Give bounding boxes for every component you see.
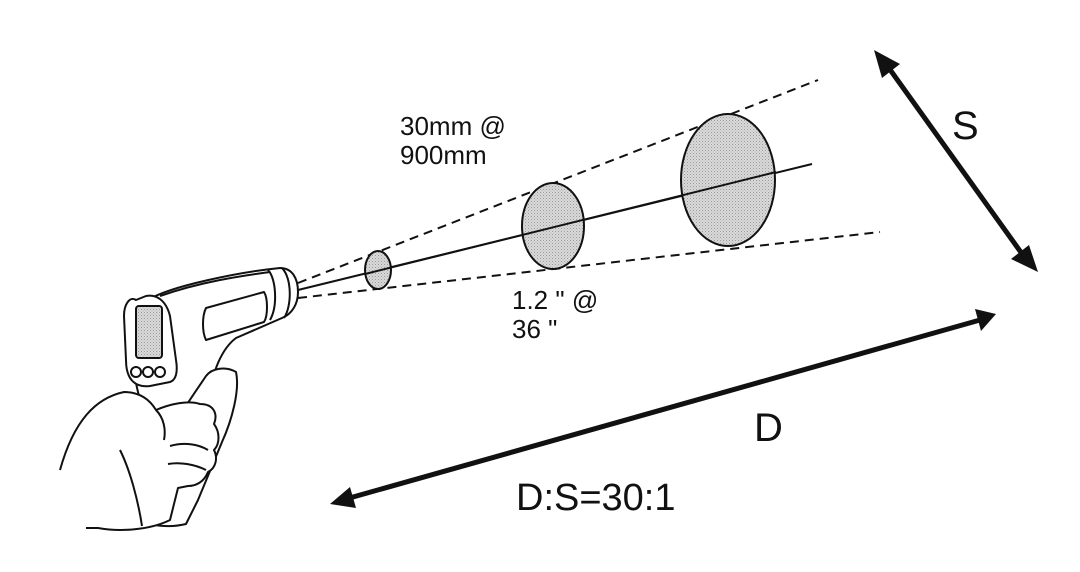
hand-icon (59, 391, 220, 531)
thermometer-button-2 (142, 366, 154, 378)
distance-symbol: D (754, 406, 783, 450)
spot-large (680, 113, 776, 247)
spot-far-label: 30mm @ 900mm (400, 112, 506, 169)
spot-size-symbol: S (952, 104, 979, 148)
spot-far-label-line1: 30mm @ (400, 111, 506, 141)
spot-near-label-line2: 36 " (512, 313, 558, 344)
spot-far-label-line2: 900mm (400, 139, 487, 170)
spot-near-label: 1.2 " @ 36 " (512, 286, 598, 343)
thermometer-button-1 (130, 366, 142, 378)
thermometer-button-3 (154, 366, 166, 378)
measurement-spots (364, 113, 776, 290)
thermometer-icon (59, 267, 299, 531)
thermometer-screen (135, 305, 163, 359)
spot-near-label-line1: 1.2 " @ (512, 285, 599, 315)
thermometer-side-panel (202, 291, 268, 341)
beam-lower-edge (297, 231, 881, 299)
ratio-label: D:S=30:1 (516, 477, 676, 519)
spot-medium (521, 182, 585, 270)
spot-size-arrow (874, 50, 1038, 272)
distance-arrow (330, 309, 996, 508)
beam-center-line-over (364, 171, 777, 275)
